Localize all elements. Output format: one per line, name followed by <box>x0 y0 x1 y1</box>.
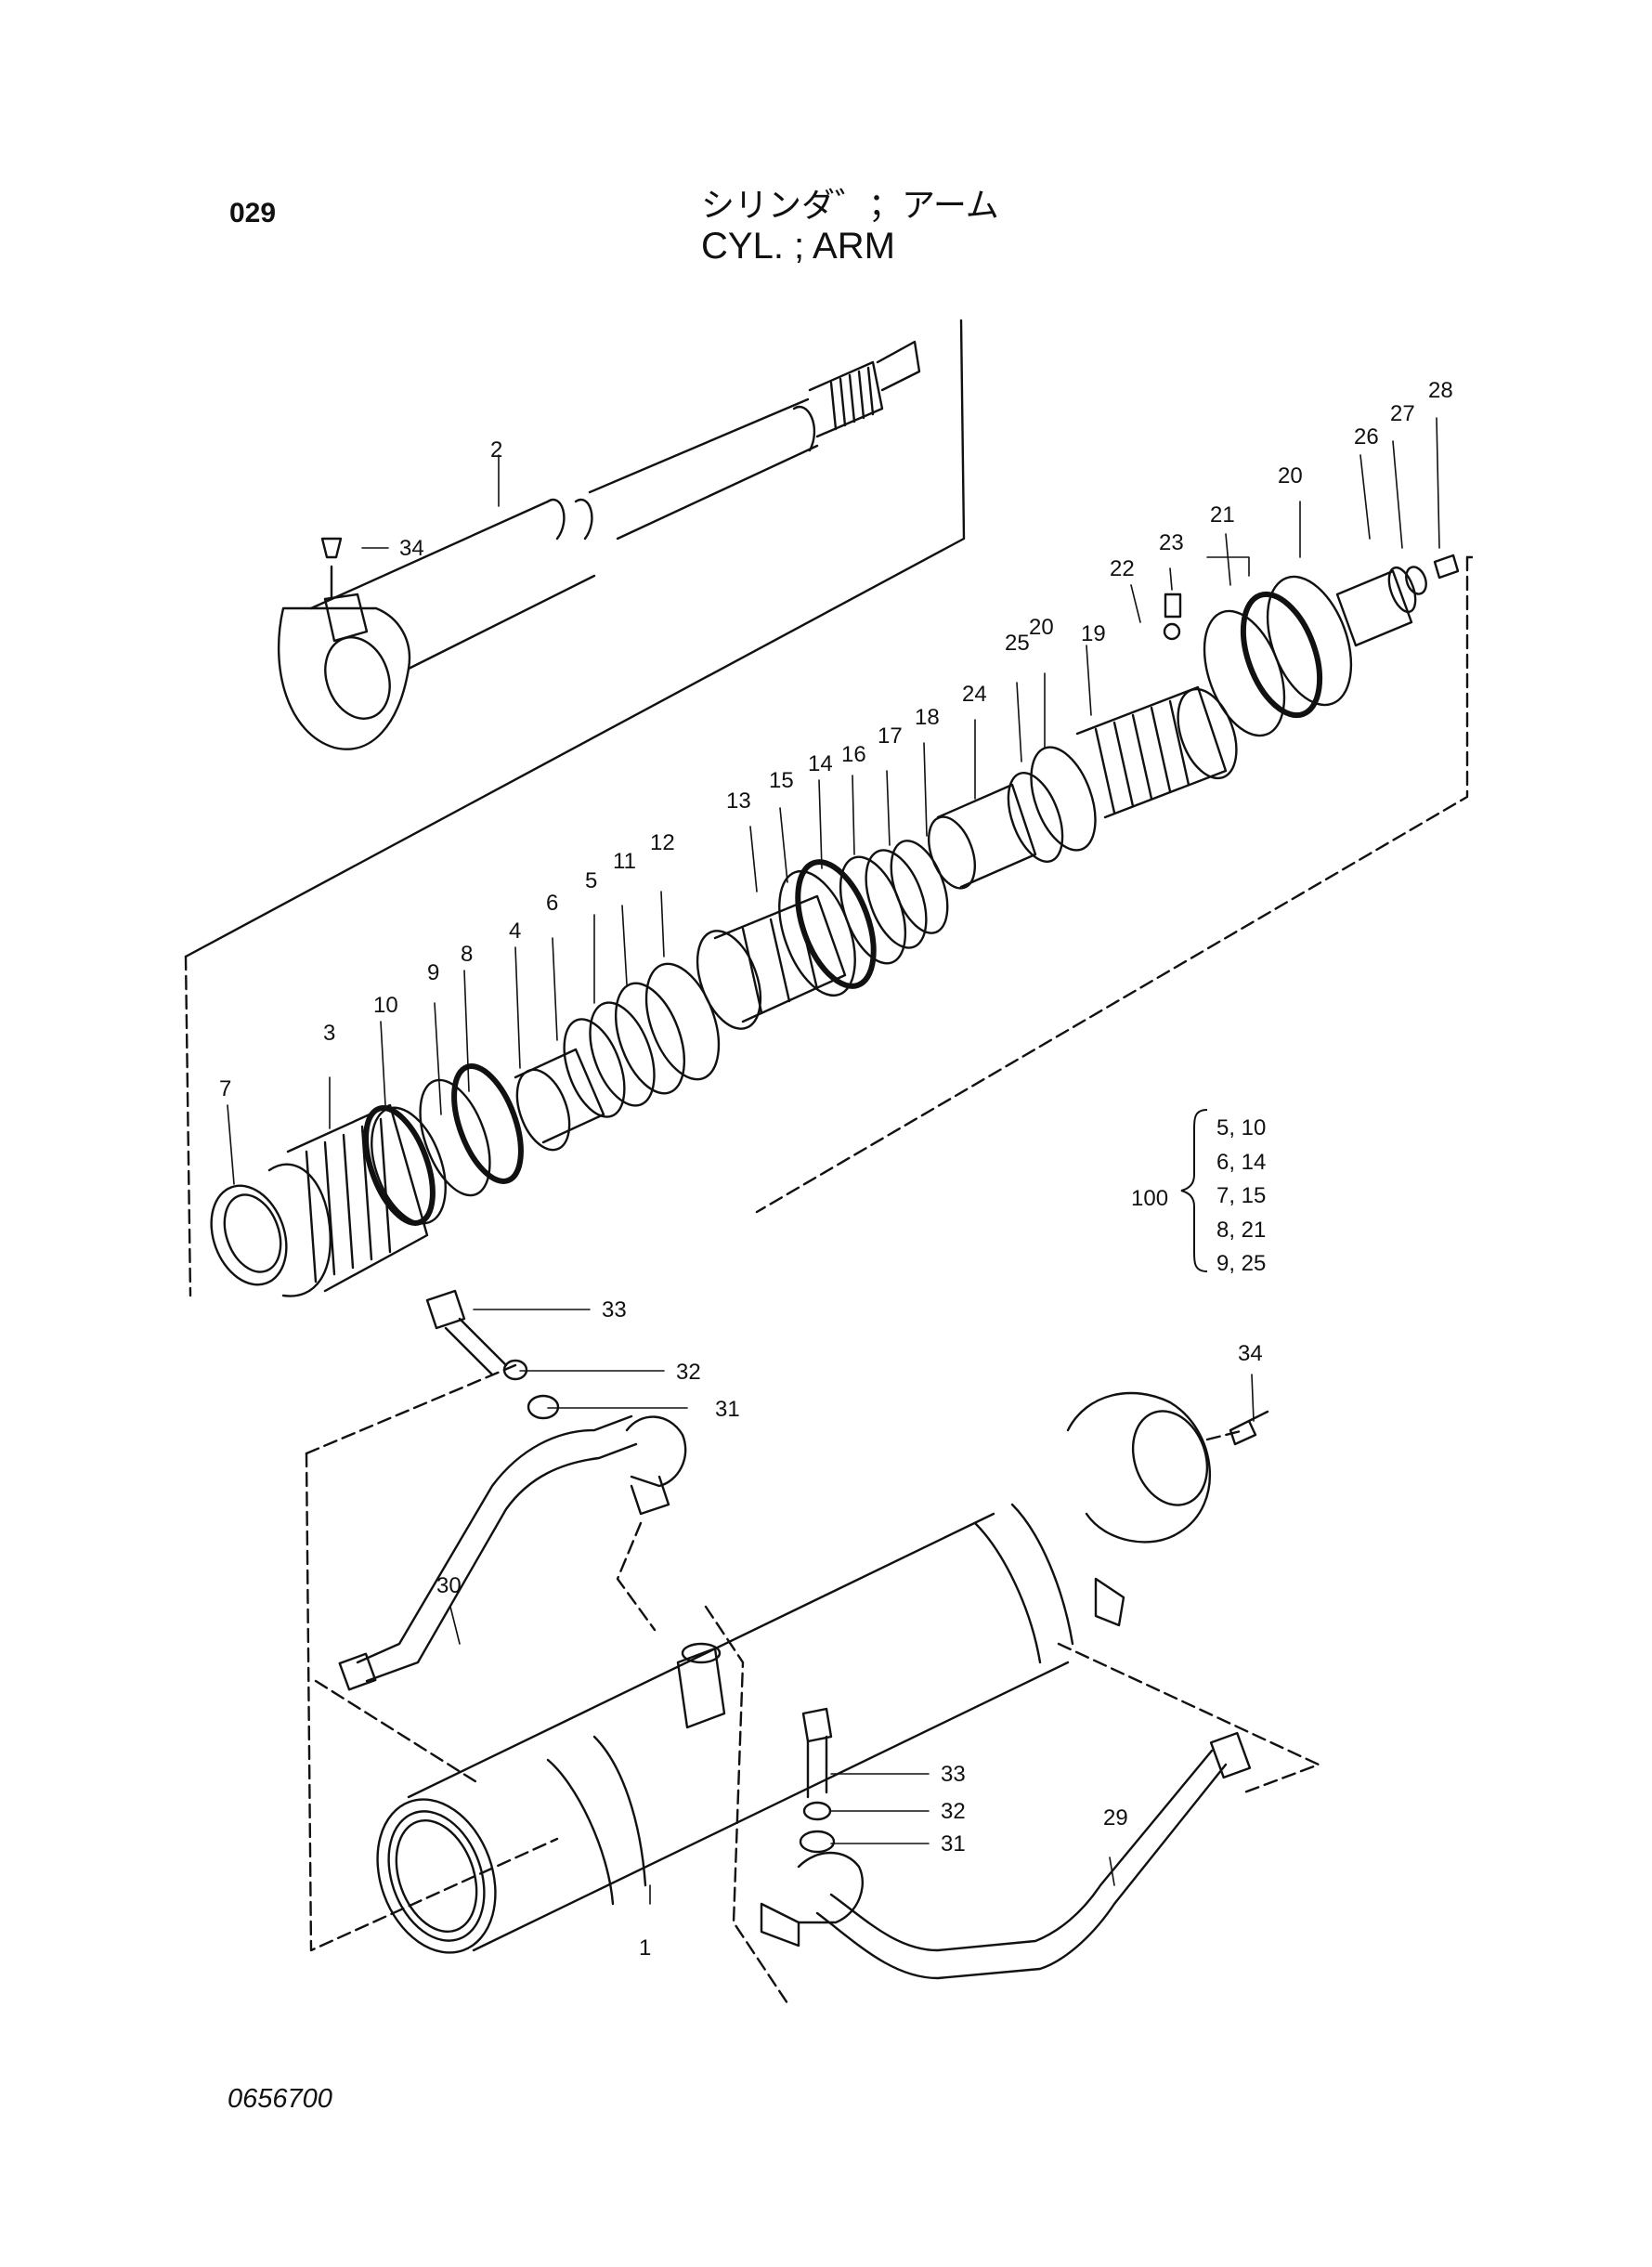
callout-31a: 31 <box>715 1397 740 1422</box>
callout-23: 23 <box>1159 530 1184 555</box>
callout-10: 10 <box>373 993 398 1018</box>
callout-1: 1 <box>639 1935 651 1961</box>
callout-4: 4 <box>509 919 521 944</box>
callout-31b: 31 <box>941 1831 966 1857</box>
callout-7: 7 <box>219 1076 231 1101</box>
kit-brace <box>1180 1109 1208 1272</box>
callout-3: 3 <box>323 1021 335 1046</box>
callout-34b: 34 <box>1238 1341 1263 1366</box>
callout-22: 22 <box>1110 556 1135 581</box>
title-english: CYL. ; ARM <box>701 226 895 267</box>
callout-20b: 20 <box>1278 463 1303 489</box>
callout-13: 13 <box>726 788 751 814</box>
gland-and-piston-parts-drawing <box>184 554 1474 1297</box>
callout-labels: 1 2 3 4 5 6 7 8 9 10 11 12 13 14 15 16 1… <box>219 378 1453 1961</box>
kit-item: 7, 15 <box>1216 1183 1267 1208</box>
callout-24: 24 <box>962 682 987 707</box>
kit-item: 6, 14 <box>1216 1149 1267 1175</box>
title-japanese: シリンダ゛；アーム <box>701 186 999 224</box>
kit-number: 100 <box>1131 1186 1169 1211</box>
callout-9: 9 <box>427 960 439 985</box>
kit-item: 5, 10 <box>1216 1115 1267 1140</box>
callout-18: 18 <box>915 705 940 730</box>
callout-29: 29 <box>1103 1805 1128 1831</box>
callout-32b: 32 <box>941 1799 966 1824</box>
callout-33b: 33 <box>941 1762 966 1787</box>
callout-27: 27 <box>1390 401 1415 426</box>
callout-2: 2 <box>490 437 502 463</box>
callout-6: 6 <box>546 891 558 916</box>
callout-8: 8 <box>461 942 473 967</box>
kit-item: 9, 25 <box>1216 1251 1267 1276</box>
callout-14: 14 <box>808 751 833 776</box>
callout-20a: 20 <box>1029 615 1054 640</box>
drawing-number: 0656700 <box>228 2084 332 2114</box>
kit-parts-list: 5, 10 6, 14 7, 15 8, 21 9, 25 <box>1216 1112 1266 1282</box>
callout-30: 30 <box>436 1573 462 1598</box>
callout-17: 17 <box>878 723 903 749</box>
callout-15: 15 <box>769 768 794 793</box>
callout-26: 26 <box>1354 424 1379 449</box>
callout-33a: 33 <box>602 1297 627 1322</box>
callout-12: 12 <box>650 830 675 855</box>
callout-21: 21 <box>1210 502 1235 528</box>
leader-lines <box>227 417 1440 1905</box>
callout-5: 5 <box>585 868 597 893</box>
callout-28: 28 <box>1428 378 1453 403</box>
page-number: 029 <box>229 198 277 228</box>
piston-rod-drawing <box>184 319 966 958</box>
kit-item: 8, 21 <box>1216 1217 1267 1243</box>
callout-16: 16 <box>841 742 866 767</box>
cylinder-tube-drawing <box>305 1289 1320 2008</box>
callout-11: 11 <box>613 849 636 874</box>
callout-32a: 32 <box>676 1360 701 1385</box>
callout-25: 25 <box>1005 631 1030 656</box>
callout-19: 19 <box>1081 621 1106 646</box>
callout-34a: 34 <box>399 536 424 561</box>
